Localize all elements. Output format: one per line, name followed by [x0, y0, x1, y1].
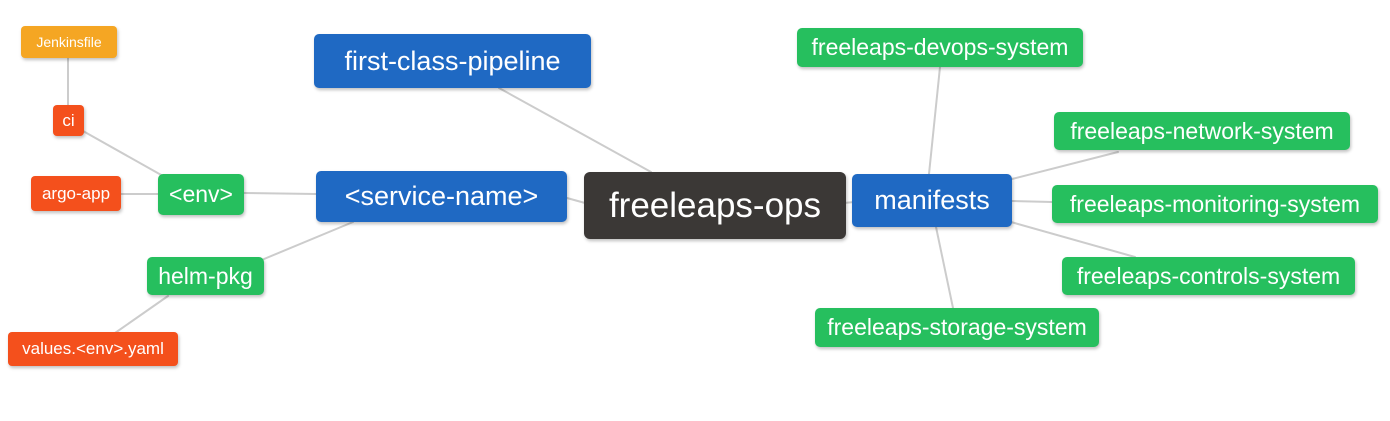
edge-values-helm-pkg	[114, 295, 169, 334]
edge-manifests-devops	[928, 66, 941, 175]
node-storage-system[interactable]: freeleaps-storage-system	[815, 308, 1099, 347]
edge-manifests-monitoring	[1011, 200, 1053, 203]
node-service-name[interactable]: <service-name>	[316, 171, 567, 222]
node-manifests[interactable]: manifests	[852, 174, 1012, 227]
edge-env-service-name	[243, 192, 317, 195]
node-helm-pkg[interactable]: helm-pkg	[147, 257, 264, 295]
node-first-class-pipeline[interactable]: first-class-pipeline	[314, 34, 591, 88]
node-ci[interactable]: ci	[53, 105, 84, 136]
edge-manifests-storage	[935, 226, 954, 309]
node-network-system[interactable]: freeleaps-network-system	[1054, 112, 1350, 150]
edge-ci-env	[82, 130, 164, 177]
edge-helm-pkg-service-name	[263, 221, 354, 260]
node-controls-system[interactable]: freeleaps-controls-system	[1062, 257, 1355, 295]
edge-pipeline-freeleaps-ops	[498, 87, 652, 173]
node-argo-app[interactable]: argo-app	[31, 176, 121, 211]
edge-manifests-network	[1011, 151, 1119, 180]
node-freeleaps-ops[interactable]: freeleaps-ops	[584, 172, 846, 239]
node-env[interactable]: <env>	[158, 174, 244, 215]
node-devops-system[interactable]: freeleaps-devops-system	[797, 28, 1083, 67]
node-values-env-yaml[interactable]: values.<env>.yaml	[8, 332, 178, 366]
edge-service-name-freeleaps-ops	[566, 197, 586, 204]
node-monitoring-system[interactable]: freeleaps-monitoring-system	[1052, 185, 1378, 223]
edge-manifests-controls	[1010, 221, 1136, 258]
node-jenkinsfile[interactable]: Jenkinsfile	[21, 26, 117, 58]
